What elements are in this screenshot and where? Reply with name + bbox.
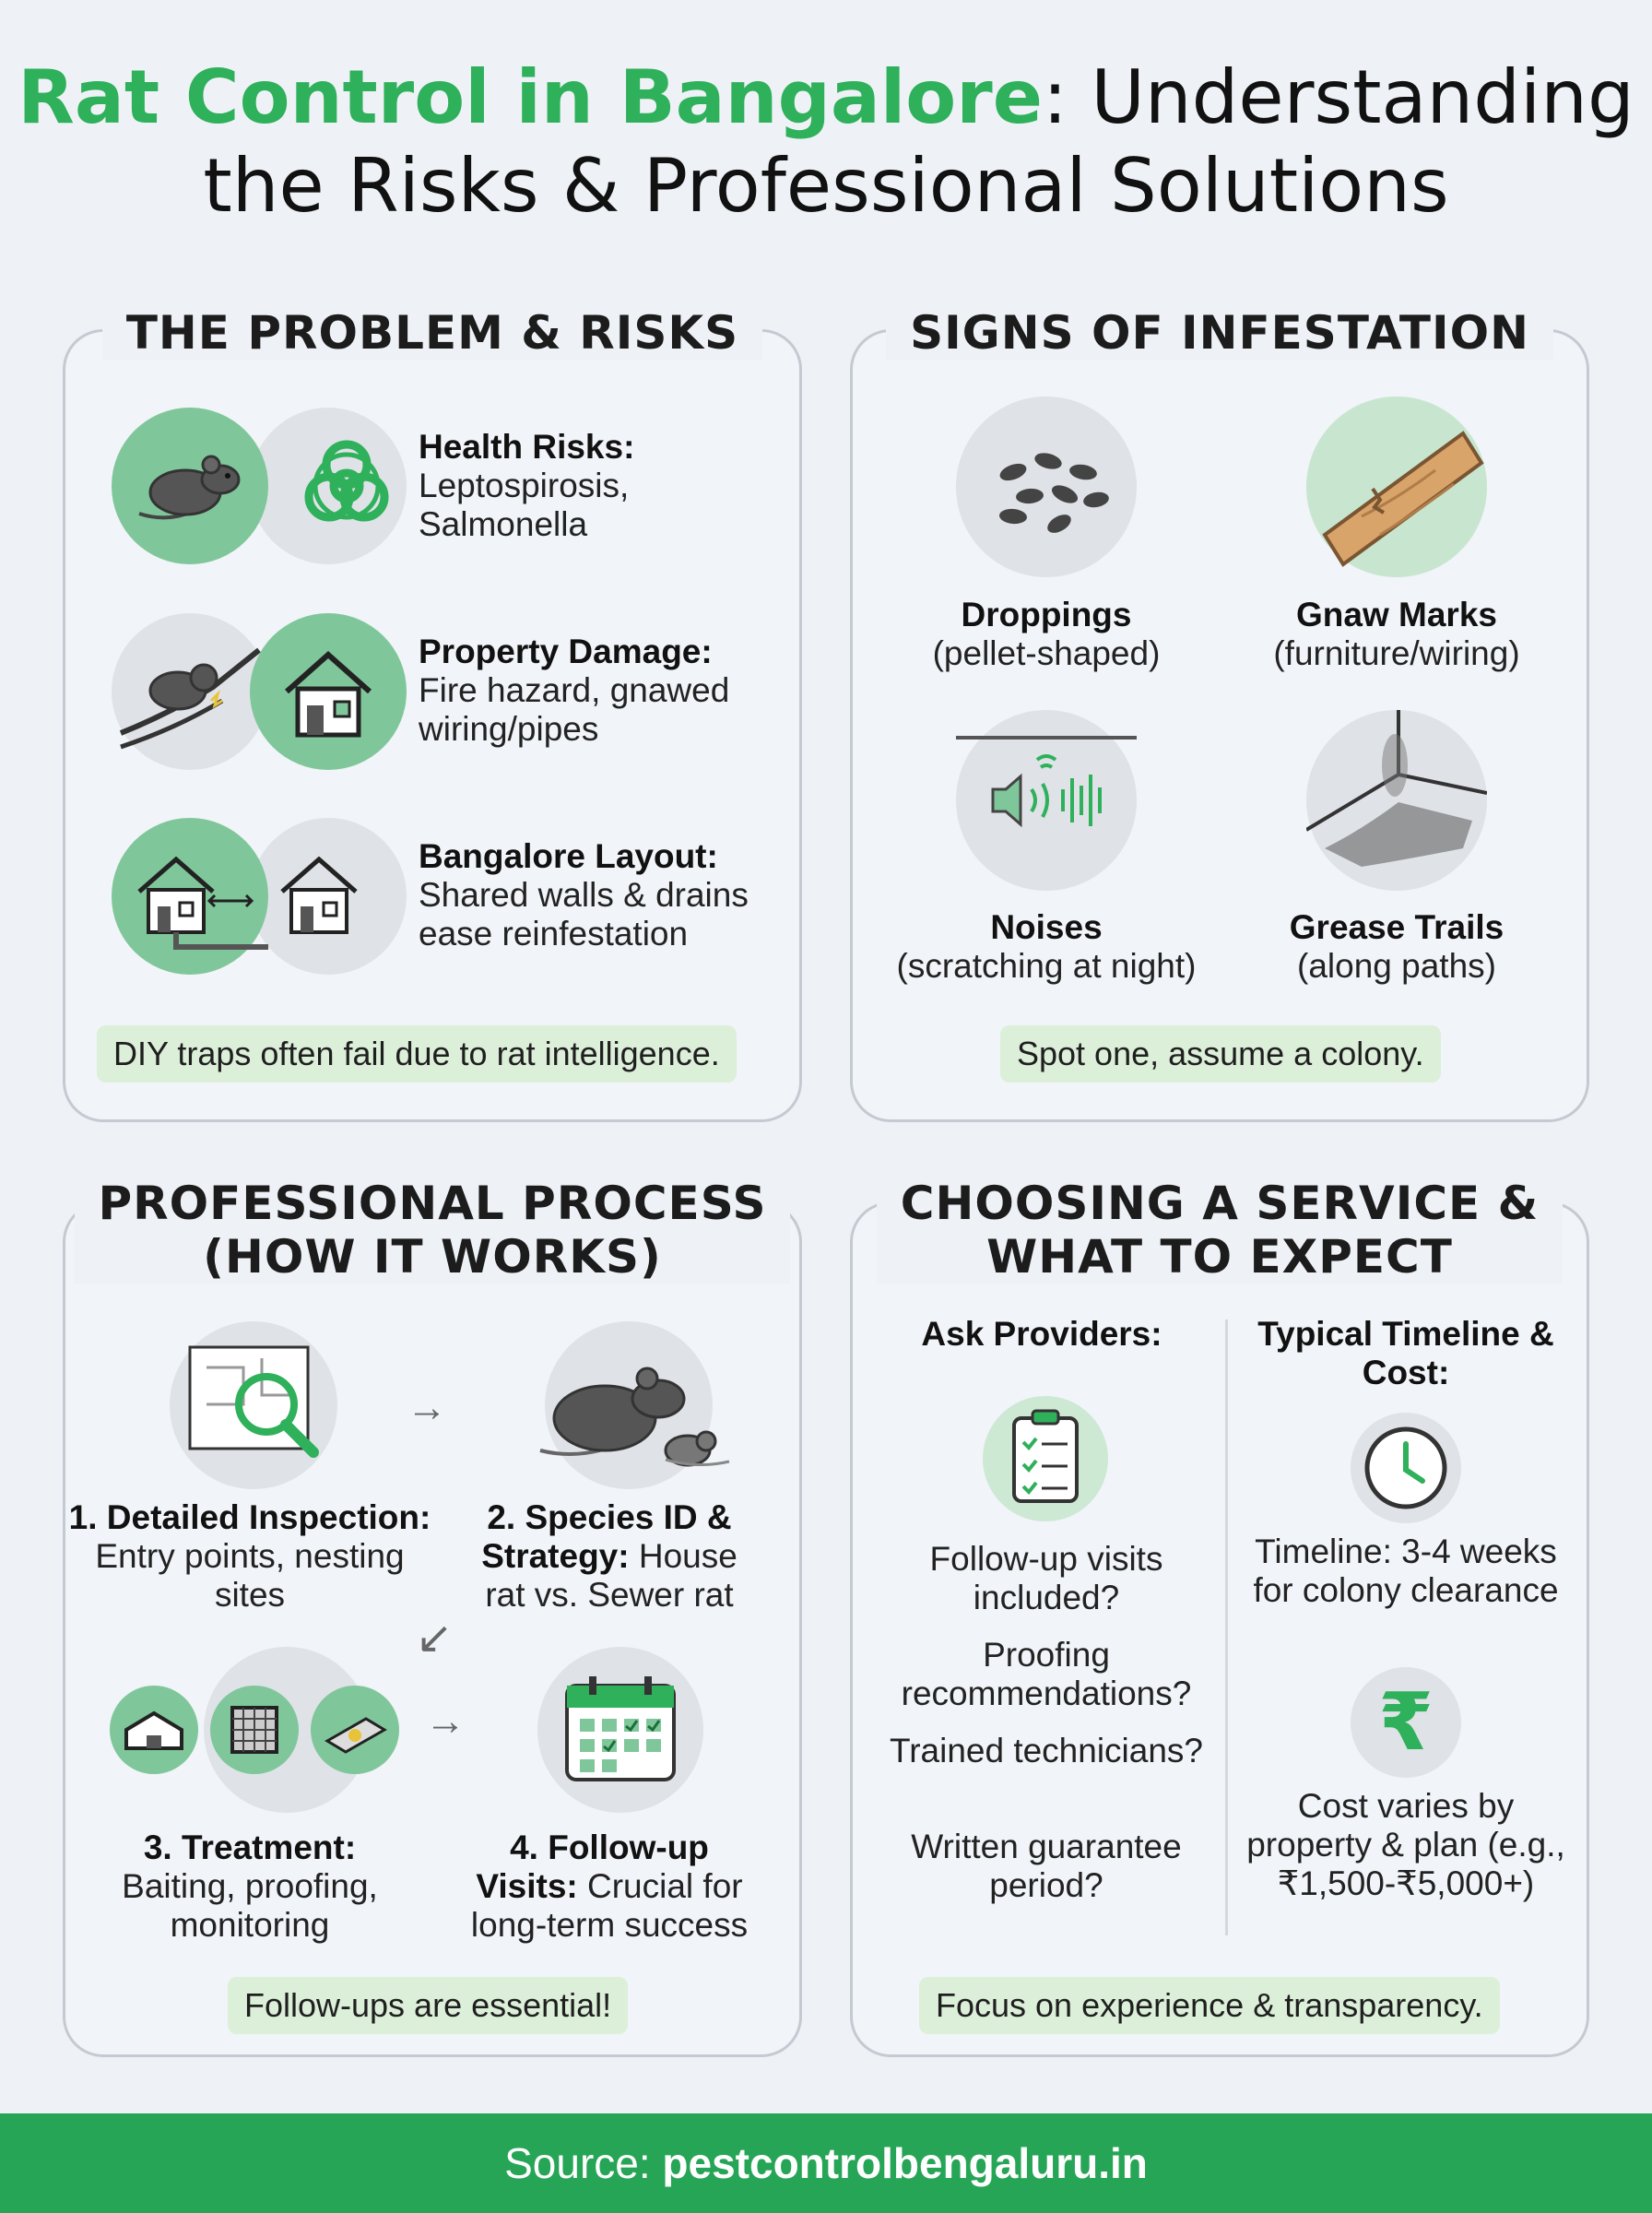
signs-card: SIGNS OF INFESTATION Droppings (pellet-s…	[850, 306, 1589, 1122]
question-proofing: Proofing recommendations?	[901, 1636, 1192, 1712]
step-species: 2. Species ID & Strategy: House rat vs. …	[481, 1498, 738, 1614]
ask-providers-heading: Ask Providers:	[921, 1315, 1162, 1353]
snap-trap-icon	[311, 1686, 399, 1774]
shared-walls-icon	[112, 818, 268, 975]
cost-text: Cost varies by property & plan (e.g., ₹1…	[1246, 1787, 1565, 1902]
timeline-cost-heading: Typical Timeline & Cost:	[1257, 1315, 1554, 1391]
arrow-right-icon-2: →	[425, 1698, 466, 1744]
problem-note: DIY traps often fail due to rat intellig…	[97, 1025, 737, 1083]
process-card: PROFESSIONAL PROCESS (HOW IT WORKS) → 1.…	[63, 1177, 802, 2057]
neighbor-house-icon	[250, 818, 407, 975]
calendar-icon	[537, 1647, 703, 1813]
noise-icon	[956, 710, 1137, 891]
process-note: Follow-ups are essential!	[228, 1977, 629, 2034]
inspection-icon	[170, 1321, 337, 1489]
question-follow-up: Follow-up visits included?	[929, 1540, 1163, 1616]
clock-icon	[1351, 1413, 1461, 1523]
choosing-card: CHOOSING A SERVICE & WHAT TO EXPECT Ask …	[850, 1177, 1589, 2057]
droppings-icon	[956, 396, 1137, 577]
source-footer: Source: pestcontrolbengaluru.in	[0, 2113, 1652, 2213]
problem-card: THE PROBLEM & RISKS Health Risks: Leptos…	[63, 306, 802, 1122]
choosing-heading: CHOOSING A SERVICE & WHAT TO EXPECT	[876, 1177, 1564, 1284]
question-guarantee: Written guarantee period?	[911, 1828, 1182, 1904]
signs-heading: SIGNS OF INFESTATION	[886, 306, 1553, 360]
rupee-icon: ₹	[1351, 1667, 1461, 1778]
choosing-note: Focus on experience & transparency.	[919, 1977, 1500, 2034]
biohazard-icon	[250, 408, 407, 564]
risk-item-layout: Bangalore Layout: Shared walls & drains …	[419, 837, 749, 953]
risk-item-property: Property Damage: Fire hazard, gnawed wir…	[419, 633, 730, 748]
species-rats-icon	[539, 1321, 730, 1489]
step-follow-up: 4. Follow-up Visits: Crucial for long-te…	[470, 1828, 749, 1944]
arrow-right-icon: →	[407, 1385, 447, 1430]
step-treatment: 3. Treatment: Baiting, proofing, monitor…	[122, 1828, 378, 1944]
title-rest: : Understanding	[1042, 54, 1634, 140]
column-divider	[1225, 1320, 1228, 1935]
sign-noises: Noises (scratching at night)	[896, 908, 1197, 985]
step-inspection: 1. Detailed Inspection: Entry points, ne…	[68, 1498, 431, 1614]
sign-grease-trails: Grease Trails (along paths)	[1289, 908, 1504, 985]
risk-item-health: Health Risks: Leptospirosis, Salmonella	[419, 428, 635, 543]
source-label: Source:	[504, 2139, 651, 2187]
title-highlight: Rat Control in Bangalore	[18, 54, 1043, 140]
rat-icon	[112, 408, 268, 564]
timeline-text: Timeline: 3-4 weeks for colony clearance	[1253, 1533, 1559, 1609]
chewed-wire-icon	[112, 613, 268, 770]
title-line2: the Risks & Professional Solutions	[203, 143, 1449, 229]
process-heading: PROFESSIONAL PROCESS (HOW IT WORKS)	[74, 1177, 791, 1284]
checklist-icon	[983, 1396, 1108, 1521]
question-technicians: Trained technicians?	[889, 1732, 1204, 1769]
signs-note: Spot one, assume a colony.	[1000, 1025, 1441, 1083]
bait-station-icon	[110, 1686, 198, 1774]
page-title: Rat Control in Bangalore: Understanding …	[0, 53, 1652, 231]
grease-trails-icon	[1304, 710, 1488, 891]
gnaw-marks-icon	[1306, 396, 1487, 577]
problem-heading: THE PROBLEM & RISKS	[101, 306, 763, 360]
mesh-proofing-icon	[210, 1686, 299, 1774]
source-site-link[interactable]: pestcontrolbengaluru.in	[662, 2139, 1148, 2187]
sign-droppings: Droppings (pellet-shaped)	[932, 596, 1161, 672]
sign-gnaw-marks: Gnaw Marks (furniture/wiring)	[1273, 596, 1520, 672]
house-icon	[250, 613, 407, 770]
arrow-down-left-icon: ↙	[416, 1614, 454, 1663]
